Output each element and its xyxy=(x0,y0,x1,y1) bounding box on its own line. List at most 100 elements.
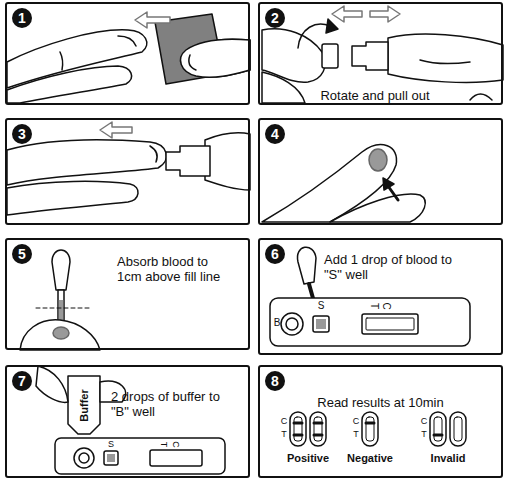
test-cassette xyxy=(55,438,225,474)
hand-drawing xyxy=(388,34,503,82)
motion-arrow xyxy=(332,6,362,22)
hand-drawing xyxy=(20,320,100,350)
pointer-arrow xyxy=(388,186,398,200)
lancet xyxy=(352,42,388,70)
hand-drawing xyxy=(7,30,250,103)
part-label: T xyxy=(281,430,287,439)
result-window xyxy=(366,417,374,441)
part-label: Buffer xyxy=(79,389,90,421)
hand-drawing xyxy=(7,181,138,215)
instruction-text: Add 1 drop of blood to "S" well xyxy=(324,252,452,282)
lancet xyxy=(166,146,210,176)
test-cassette xyxy=(79,453,89,463)
motion-arrow xyxy=(135,12,170,28)
result-window xyxy=(430,412,446,446)
alcohol-pad xyxy=(181,39,250,77)
motion-arrow xyxy=(100,122,132,138)
test-cassette xyxy=(270,298,470,346)
result-window xyxy=(314,423,322,435)
hand-drawing xyxy=(36,366,68,402)
motion-arrow xyxy=(135,12,170,28)
step-number: 2 xyxy=(265,8,285,28)
result-window xyxy=(310,412,326,446)
result-window xyxy=(294,423,302,435)
test-cassette xyxy=(104,451,118,465)
hand-drawing xyxy=(7,133,250,215)
hand-drawing xyxy=(7,140,166,185)
instruction-text: Rotate and pull out xyxy=(300,88,450,103)
hand-drawing xyxy=(262,72,305,103)
hand-drawing xyxy=(118,36,136,46)
instruction-text: 2 drops of buffer to "B" well xyxy=(111,389,226,419)
blood-drop xyxy=(369,149,387,171)
test-cassette xyxy=(316,319,326,329)
pointer-arrow xyxy=(383,178,394,190)
result-window xyxy=(454,417,462,441)
test-cassette xyxy=(150,450,202,466)
step-number: 6 xyxy=(265,244,285,264)
pipette xyxy=(297,247,316,284)
step-panel: 5Absorb blood to 1cm above fill line xyxy=(5,238,250,350)
test-cassette xyxy=(313,316,329,332)
alcohol-pad xyxy=(189,55,196,70)
hand-drawing xyxy=(205,133,250,190)
hand-drawing xyxy=(262,145,425,222)
part-label: Invalid xyxy=(431,453,466,464)
test-cassette xyxy=(55,438,225,474)
pipette xyxy=(52,250,70,290)
test-cassette xyxy=(362,314,418,334)
result-window xyxy=(434,417,442,441)
motion-arrow xyxy=(100,122,132,138)
part-label: C xyxy=(421,417,428,426)
test-cassette xyxy=(107,454,115,462)
step-panel: 1 xyxy=(5,2,250,105)
pointer-arrow xyxy=(383,178,398,200)
step-number: 1 xyxy=(12,8,32,28)
hand-drawing xyxy=(150,146,157,162)
buffer-bottle xyxy=(68,376,100,434)
blood-drop xyxy=(369,149,387,171)
part-label: C xyxy=(171,441,180,448)
part-label: S xyxy=(108,440,114,449)
step-panel: 2Rotate and pull out xyxy=(258,2,503,105)
step-number: 3 xyxy=(12,124,32,144)
part-label: S xyxy=(318,301,325,311)
step-number: 8 xyxy=(265,371,285,391)
hand-drawing xyxy=(53,327,69,339)
part-label: Positive xyxy=(287,453,329,464)
motion-arrow xyxy=(298,6,400,48)
lancet xyxy=(322,44,338,68)
part-label: T xyxy=(369,303,379,309)
result-window xyxy=(366,422,374,425)
result-window xyxy=(290,412,306,446)
test-cassette xyxy=(74,448,94,468)
part-label: C xyxy=(353,417,360,426)
part-label: T xyxy=(421,430,427,439)
step-number: 7 xyxy=(12,371,32,391)
hand-drawing xyxy=(420,60,470,64)
step-number: 4 xyxy=(265,124,285,144)
hand-drawing xyxy=(20,320,100,350)
result-window xyxy=(450,412,466,446)
instruction-text: Absorb blood to 1cm above fill line xyxy=(117,254,235,284)
step-panel: 7 2 drops of buffer to "B" well xyxy=(5,365,250,478)
hand-drawing xyxy=(330,194,425,222)
fill-line xyxy=(36,308,90,309)
hand-drawing xyxy=(60,52,63,70)
hand-drawing xyxy=(262,29,503,103)
result-window xyxy=(362,412,378,446)
result-window xyxy=(314,417,322,441)
motion-arrow xyxy=(298,24,330,48)
lancet xyxy=(322,42,388,70)
step-panel: 4 xyxy=(258,118,503,225)
result-window xyxy=(294,417,302,441)
fill-line xyxy=(36,307,90,309)
alcohol-pad xyxy=(155,14,250,84)
test-cassette xyxy=(286,318,298,330)
part-label: Negative xyxy=(347,453,393,464)
part-label: T xyxy=(353,430,359,439)
